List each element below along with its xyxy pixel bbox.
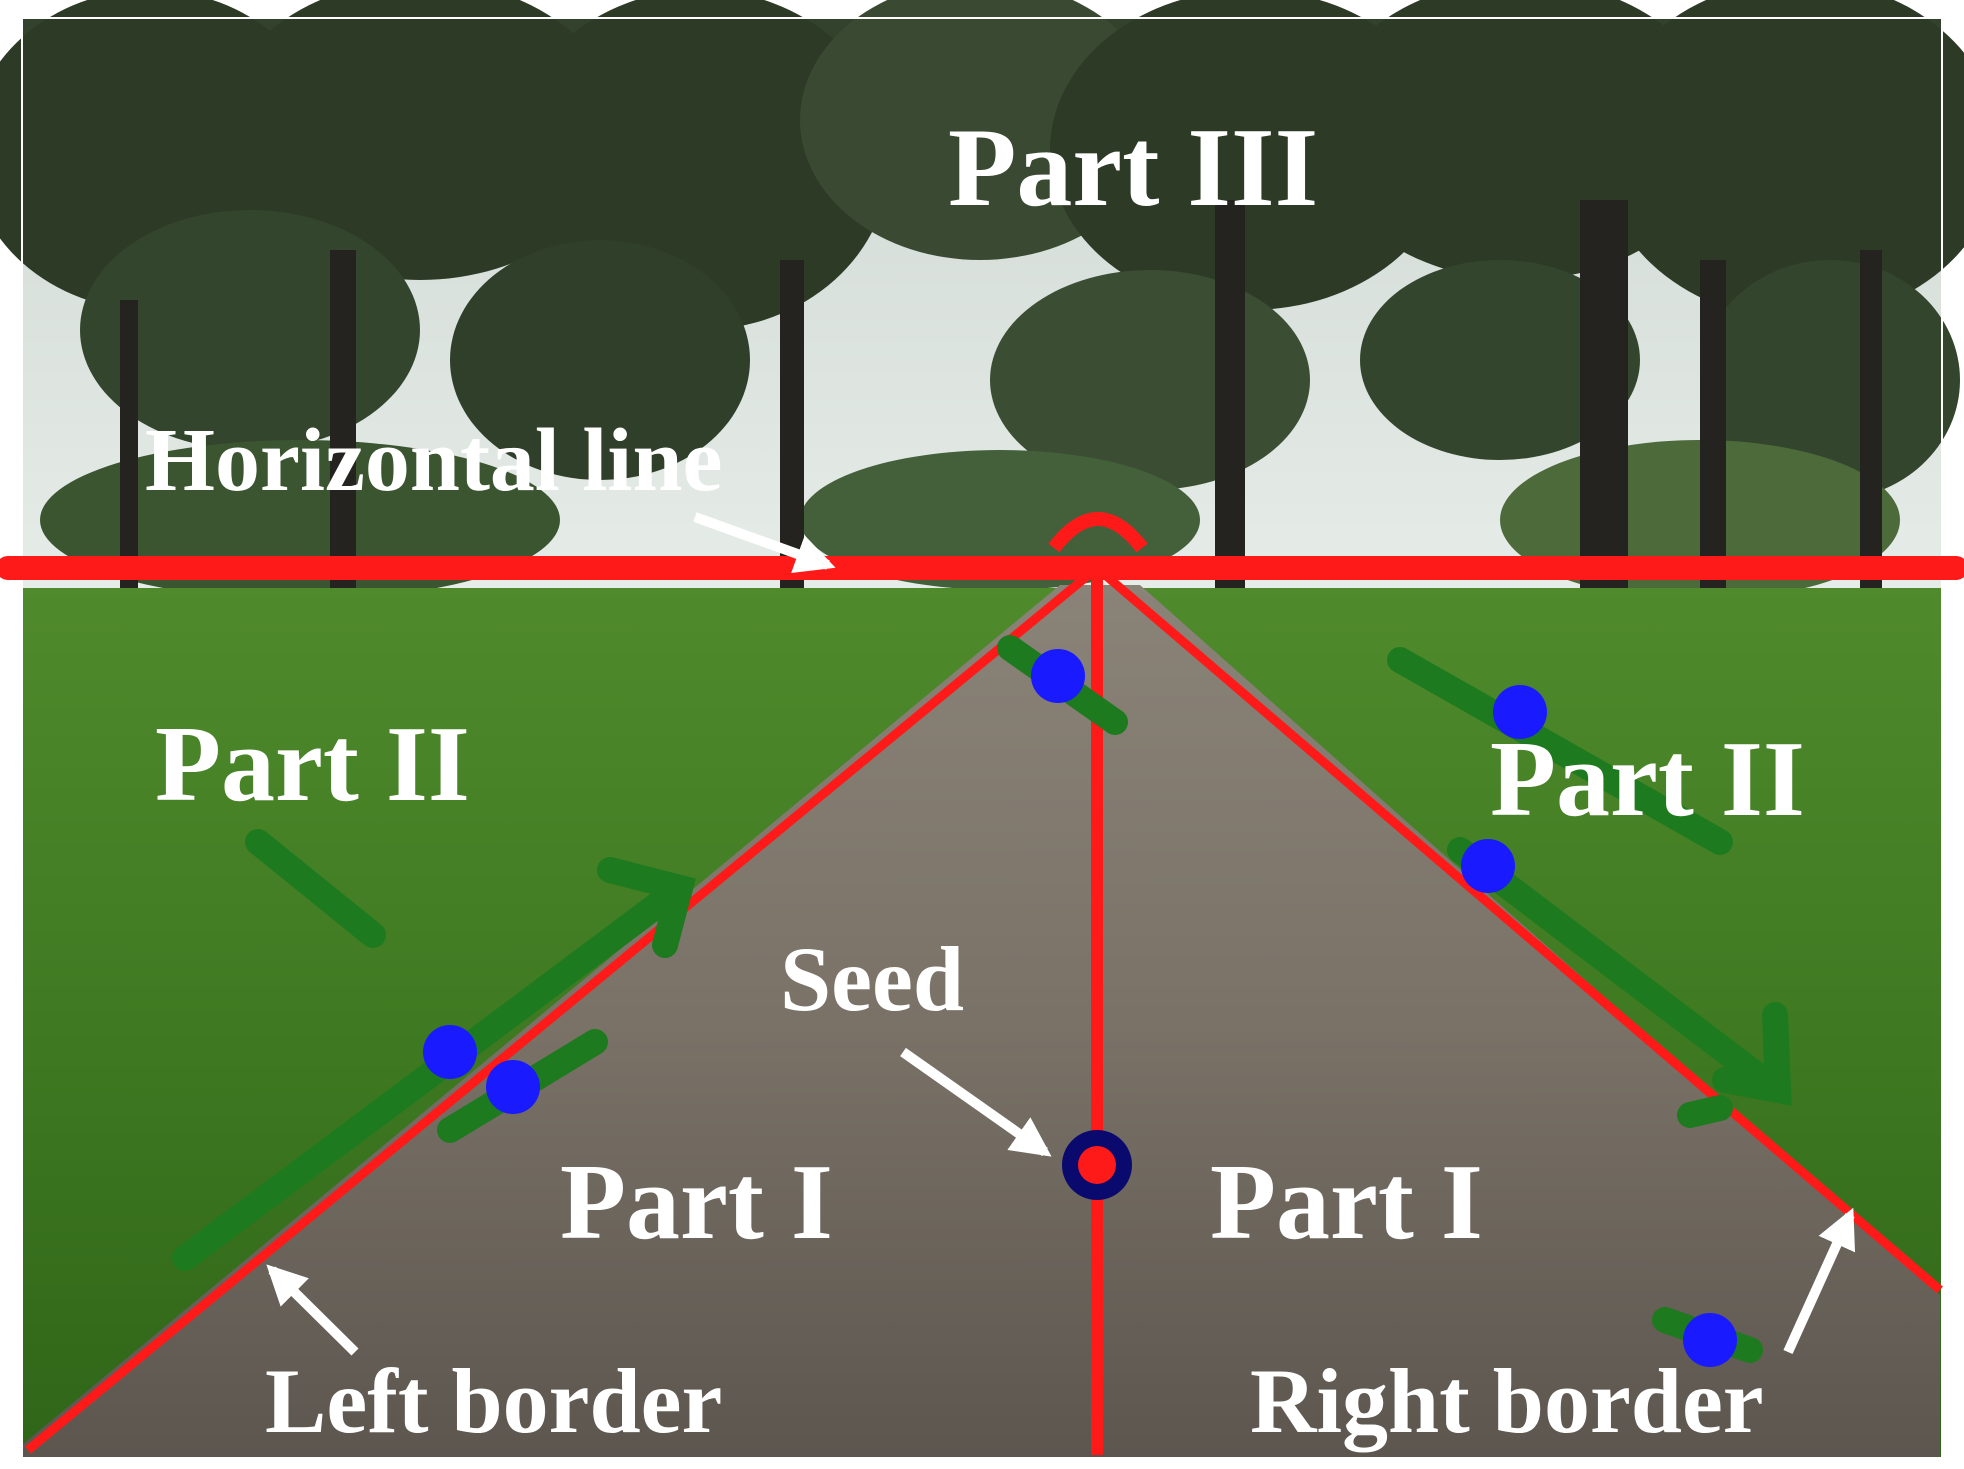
photo-frame xyxy=(21,17,1943,1459)
right-border-label: Right border xyxy=(1250,1350,1764,1452)
vanishing-point-arc xyxy=(1048,512,1148,553)
left-border-arrow xyxy=(266,1264,359,1356)
right-border-arrow xyxy=(1783,1207,1856,1355)
road xyxy=(22,585,1940,1458)
part-iii-label: Part III xyxy=(948,106,1318,230)
tree-trunks xyxy=(120,200,1882,610)
seed-label: Seed xyxy=(780,928,964,1030)
left-border-line xyxy=(25,564,1100,1454)
seed-marker xyxy=(1062,1130,1132,1200)
feature-points xyxy=(423,649,1737,1367)
tree-canopy xyxy=(0,0,1964,600)
part-i-right-label: Part I xyxy=(1210,1143,1483,1262)
seed-arrow xyxy=(900,1047,1052,1157)
right-border-line xyxy=(1094,564,1943,1294)
annotation-arrows xyxy=(266,512,1856,1356)
annotation-labels: Part III Horizontal line Part II Part II… xyxy=(145,106,1805,1452)
horizontal-line-label: Horizontal line xyxy=(145,411,722,510)
horizontal-line-arrow xyxy=(693,512,836,573)
part-ii-right-label: Part II xyxy=(1490,720,1805,839)
left-border-label: Left border xyxy=(265,1350,722,1452)
part-i-left-label: Part I xyxy=(560,1143,833,1262)
detection-overlay xyxy=(0,512,1964,1455)
part-ii-left-label: Part II xyxy=(155,705,470,824)
